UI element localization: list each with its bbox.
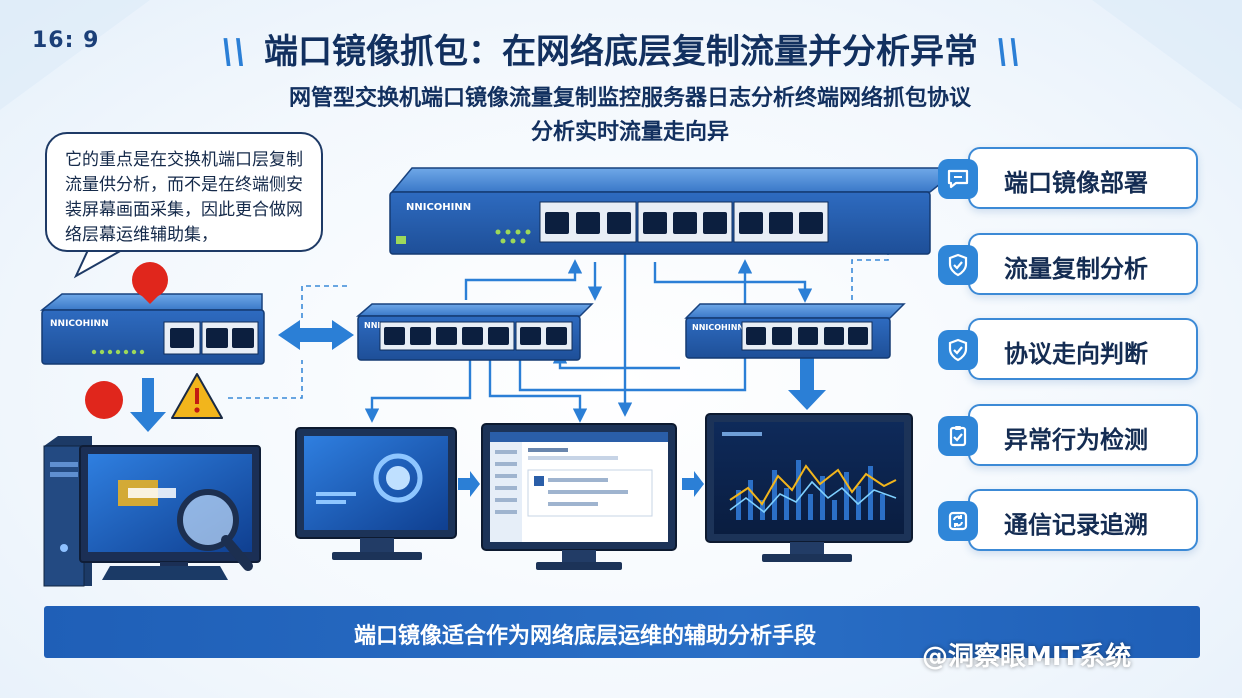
- bidirectional-arrow: [278, 320, 354, 350]
- flow-arrow: [464, 259, 583, 300]
- feature-item-anomaly-detection: 异常行为检测: [938, 404, 1198, 466]
- aspect-ratio-label: 16: 9: [32, 28, 100, 53]
- watermark: @洞察眼MIT系统: [922, 642, 1132, 672]
- alert-pin-icon: [132, 262, 168, 304]
- desktop-computer: [43, 436, 261, 587]
- sync-icon: [938, 501, 978, 541]
- down-arrow: [130, 378, 166, 432]
- subtitle: 网管型交换机端口镜像流量复制监控服务器日志分析终端网络抓包协议分析实时流量走向异: [288, 86, 971, 145]
- feature-item-traffic-analysis: 流量复制分析: [938, 233, 1198, 295]
- dashed-connector: [851, 179, 930, 300]
- corner-decoration-top-right: [1092, 0, 1242, 110]
- title-deco-right: \\: [996, 32, 1021, 72]
- flow-arrow: [364, 360, 472, 423]
- shield-check-icon: [938, 330, 978, 370]
- switch-brand-label: NNICOHINN: [692, 323, 744, 332]
- core-switch: NNICOHINN: [389, 167, 963, 255]
- warning-icon: [171, 373, 223, 419]
- access-switch-right: NNICOHINN: [684, 303, 906, 359]
- feature-item-protocol-direction: 协议走向判断: [938, 318, 1198, 380]
- feature-label: 通信记录追溯: [1004, 511, 1148, 539]
- speech-bubble: 它的重点是在交换机端口层复制流量供分析，而不是在终端侧安装屏幕画面采集，因此更合…: [45, 132, 323, 252]
- dashed-connector: [301, 285, 350, 318]
- bottom-banner: 端口镜像适合作为网络底层运维的辅助分析手段: [44, 606, 1200, 658]
- status-leds: [495, 229, 531, 244]
- chat-bubble-icon: [938, 159, 978, 199]
- right-arrow: [458, 471, 480, 497]
- shield-check-icon: [938, 245, 978, 285]
- alert-dot-icon: [85, 381, 123, 419]
- clipboard-check-icon: [938, 416, 978, 456]
- flow-arrows: [364, 252, 813, 423]
- flow-arrow: [488, 360, 588, 423]
- monitor-log-viewer: [481, 423, 677, 570]
- access-switch-middle: NNICOHINN: [355, 303, 594, 361]
- bottom-banner-text: 端口镜像适合作为网络底层运维的辅助分析手段: [354, 624, 817, 649]
- switch-brand-label: NNICOHINN: [50, 319, 109, 329]
- dashed-connector: [228, 360, 303, 399]
- feature-label: 流量复制分析: [1004, 255, 1148, 283]
- feature-item-port-mirroring: 端口镜像部署: [938, 147, 1198, 209]
- access-switch-left: NNICOHINN: [39, 293, 265, 365]
- monitor-traffic-chart: [705, 413, 913, 562]
- feature-item-record-tracing: 通信记录追溯: [938, 489, 1198, 551]
- power-led: [396, 236, 406, 244]
- feature-label: 协议走向判断: [1004, 340, 1148, 368]
- page-title: \\ 端口镜像抓包：在网络底层复制流量并分析异常 \\: [0, 24, 1242, 73]
- down-arrow: [788, 358, 826, 410]
- feature-label: 端口镜像部署: [1004, 169, 1148, 197]
- right-arrow: [682, 471, 704, 497]
- speech-bubble-tail: [73, 249, 123, 279]
- feature-label: 异常行为检测: [1004, 426, 1148, 454]
- title-text: 端口镜像抓包：在网络底层复制流量并分析异常: [264, 32, 978, 72]
- switch-brand-label: NNICOHINN: [406, 202, 471, 213]
- port-bank: [539, 201, 829, 243]
- flow-arrow: [653, 262, 813, 303]
- title-deco-left: \\: [221, 32, 246, 72]
- monitor-analysis-dashboard: [295, 427, 457, 560]
- corner-decoration-top-left: [0, 0, 150, 110]
